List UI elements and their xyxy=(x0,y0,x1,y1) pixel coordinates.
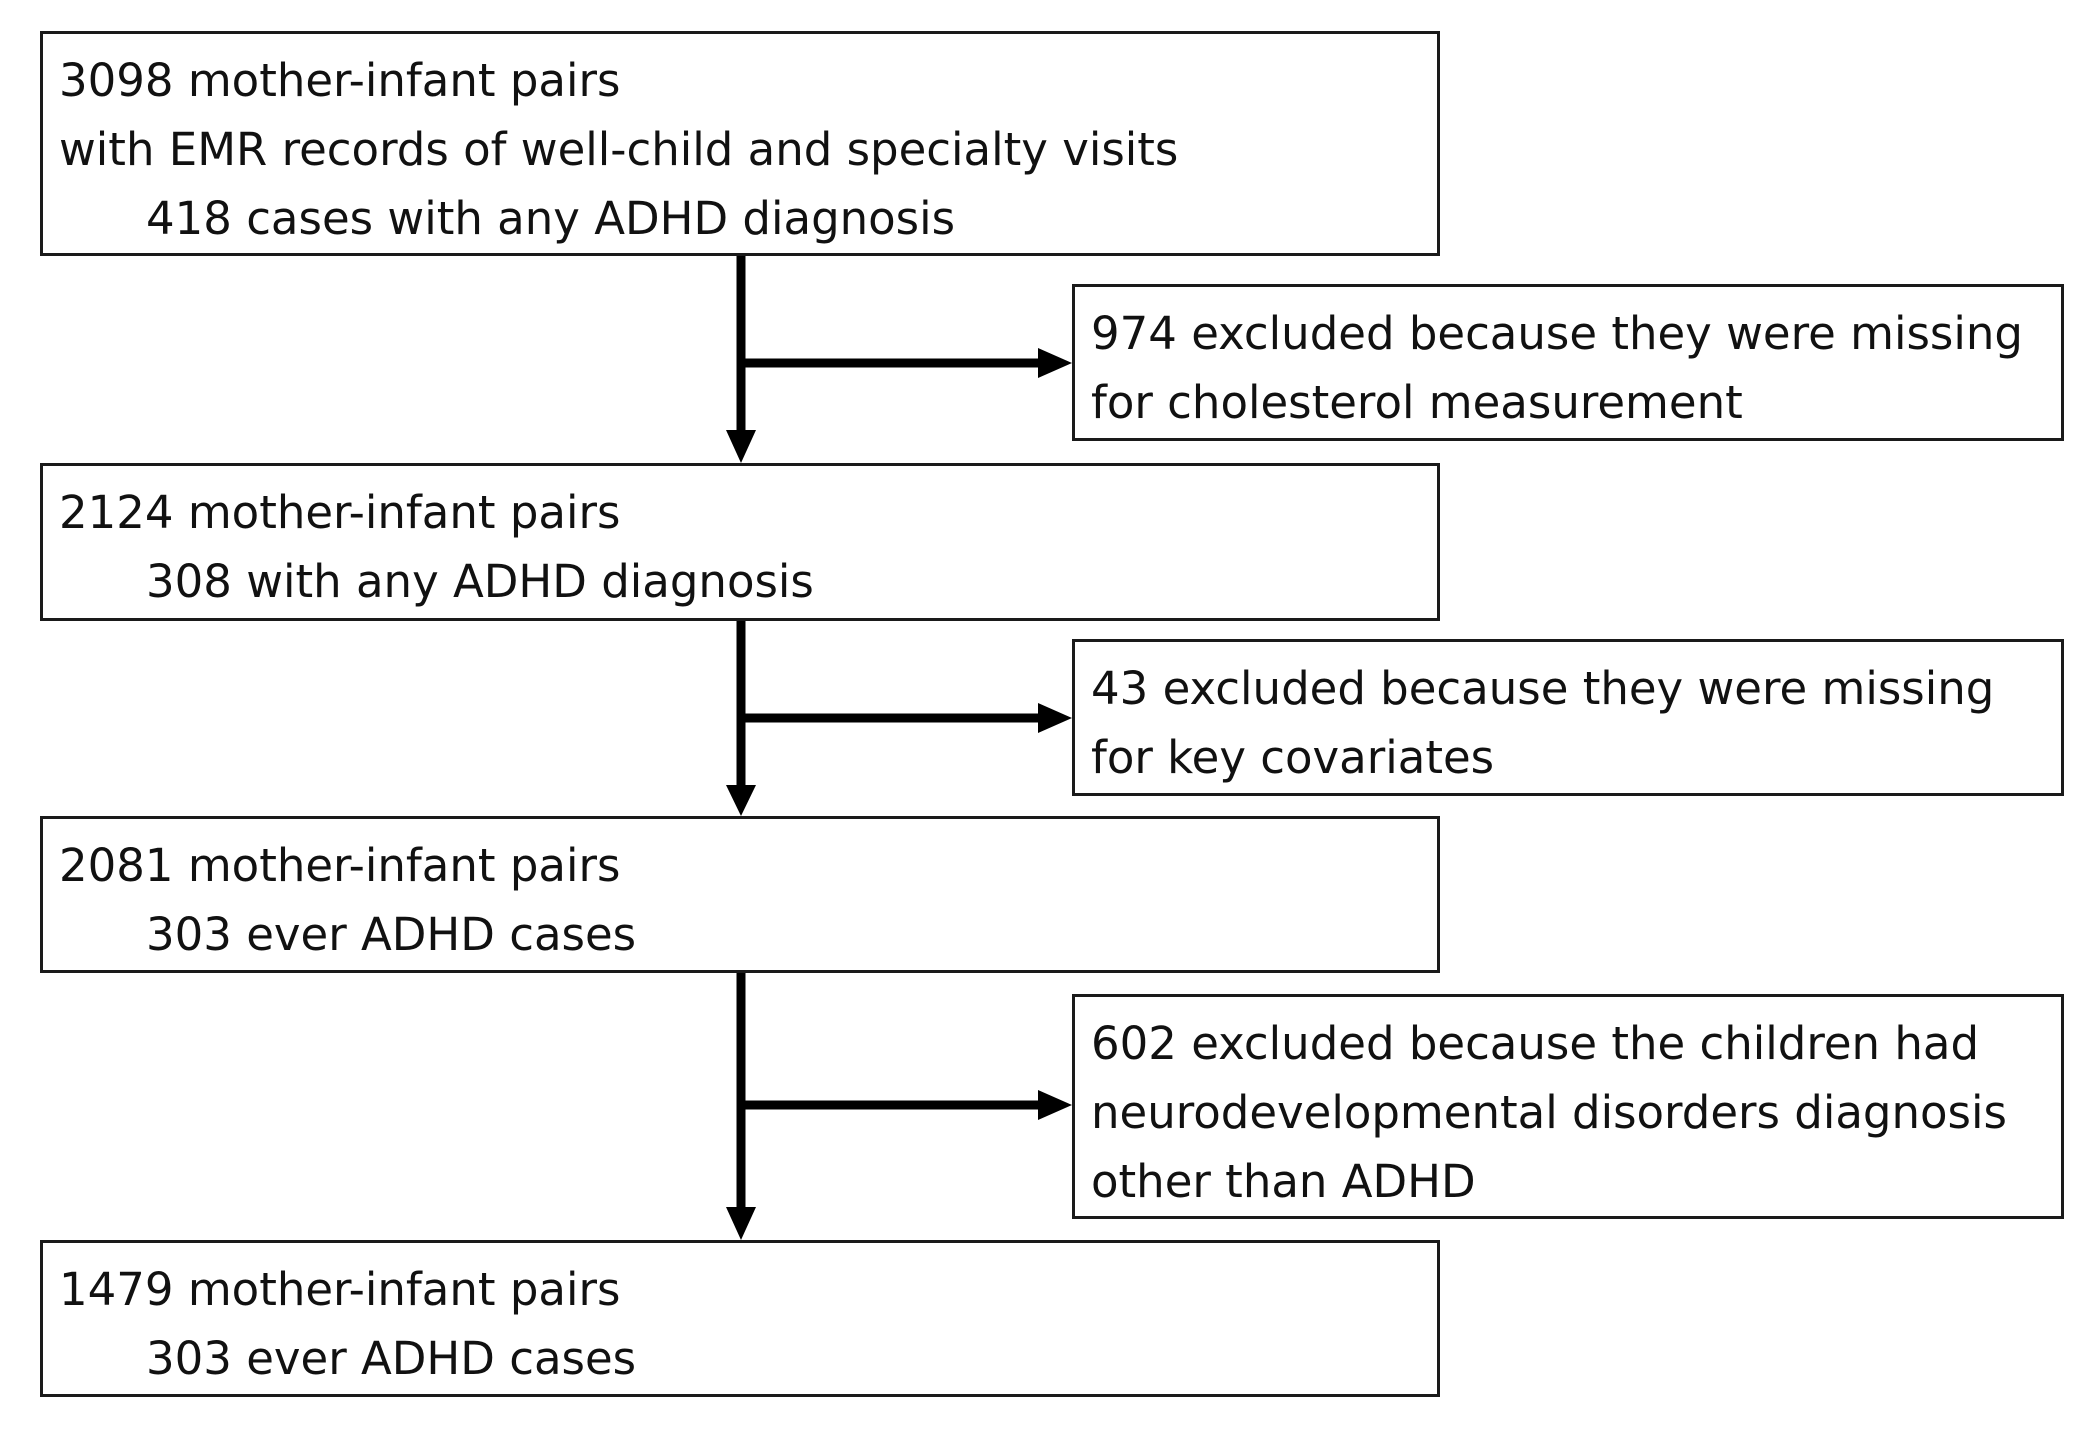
step-2-detail: 308 with any ADHD diagnosis xyxy=(146,555,814,608)
step-2-title: 2124 mother-infant pairs xyxy=(59,486,621,539)
arrowhead-down-1 xyxy=(726,430,756,463)
exclusion-box-1: 974 excluded because they were missing f… xyxy=(1072,284,2064,441)
exclusion-2-line-1: 43 excluded because they were missing xyxy=(1091,662,1995,715)
arrowhead-right-1 xyxy=(1038,348,1072,378)
exclusion-3-line-2: neurodevelopmental disorders diagnosis xyxy=(1091,1086,2007,1139)
arrowhead-right-3 xyxy=(1038,1090,1072,1120)
step-4-detail: 303 ever ADHD cases xyxy=(146,1332,637,1385)
step-4-title: 1479 mother-infant pairs xyxy=(59,1263,621,1316)
exclusion-box-2: 43 excluded because they were missing fo… xyxy=(1072,639,2064,796)
exclusion-box-3: 602 excluded because the children had ne… xyxy=(1072,994,2064,1219)
step-box-1: 3098 mother-infant pairs with EMR record… xyxy=(40,31,1440,256)
step-box-2: 2124 mother-infant pairs 308 with any AD… xyxy=(40,463,1440,621)
step-box-3: 2081 mother-infant pairs 303 ever ADHD c… xyxy=(40,816,1440,973)
exclusion-1-line-2: for cholesterol measurement xyxy=(1091,376,1743,429)
exclusion-2-line-2: for key covariates xyxy=(1091,731,1495,784)
arrowhead-right-2 xyxy=(1038,703,1072,733)
step-1-title: 3098 mother-infant pairs xyxy=(59,54,621,107)
arrowhead-down-3 xyxy=(726,1207,756,1240)
step-box-4: 1479 mother-infant pairs 303 ever ADHD c… xyxy=(40,1240,1440,1397)
step-3-detail: 303 ever ADHD cases xyxy=(146,908,637,961)
arrowhead-down-2 xyxy=(726,785,756,816)
step-1-detail: 418 cases with any ADHD diagnosis xyxy=(146,192,956,245)
exclusion-3-line-1: 602 excluded because the children had xyxy=(1091,1017,1980,1070)
step-1-subtitle: with EMR records of well-child and speci… xyxy=(59,123,1179,176)
exclusion-1-line-1: 974 excluded because they were missing xyxy=(1091,307,2023,360)
step-3-title: 2081 mother-infant pairs xyxy=(59,839,621,892)
exclusion-3-line-3: other than ADHD xyxy=(1091,1155,1476,1208)
